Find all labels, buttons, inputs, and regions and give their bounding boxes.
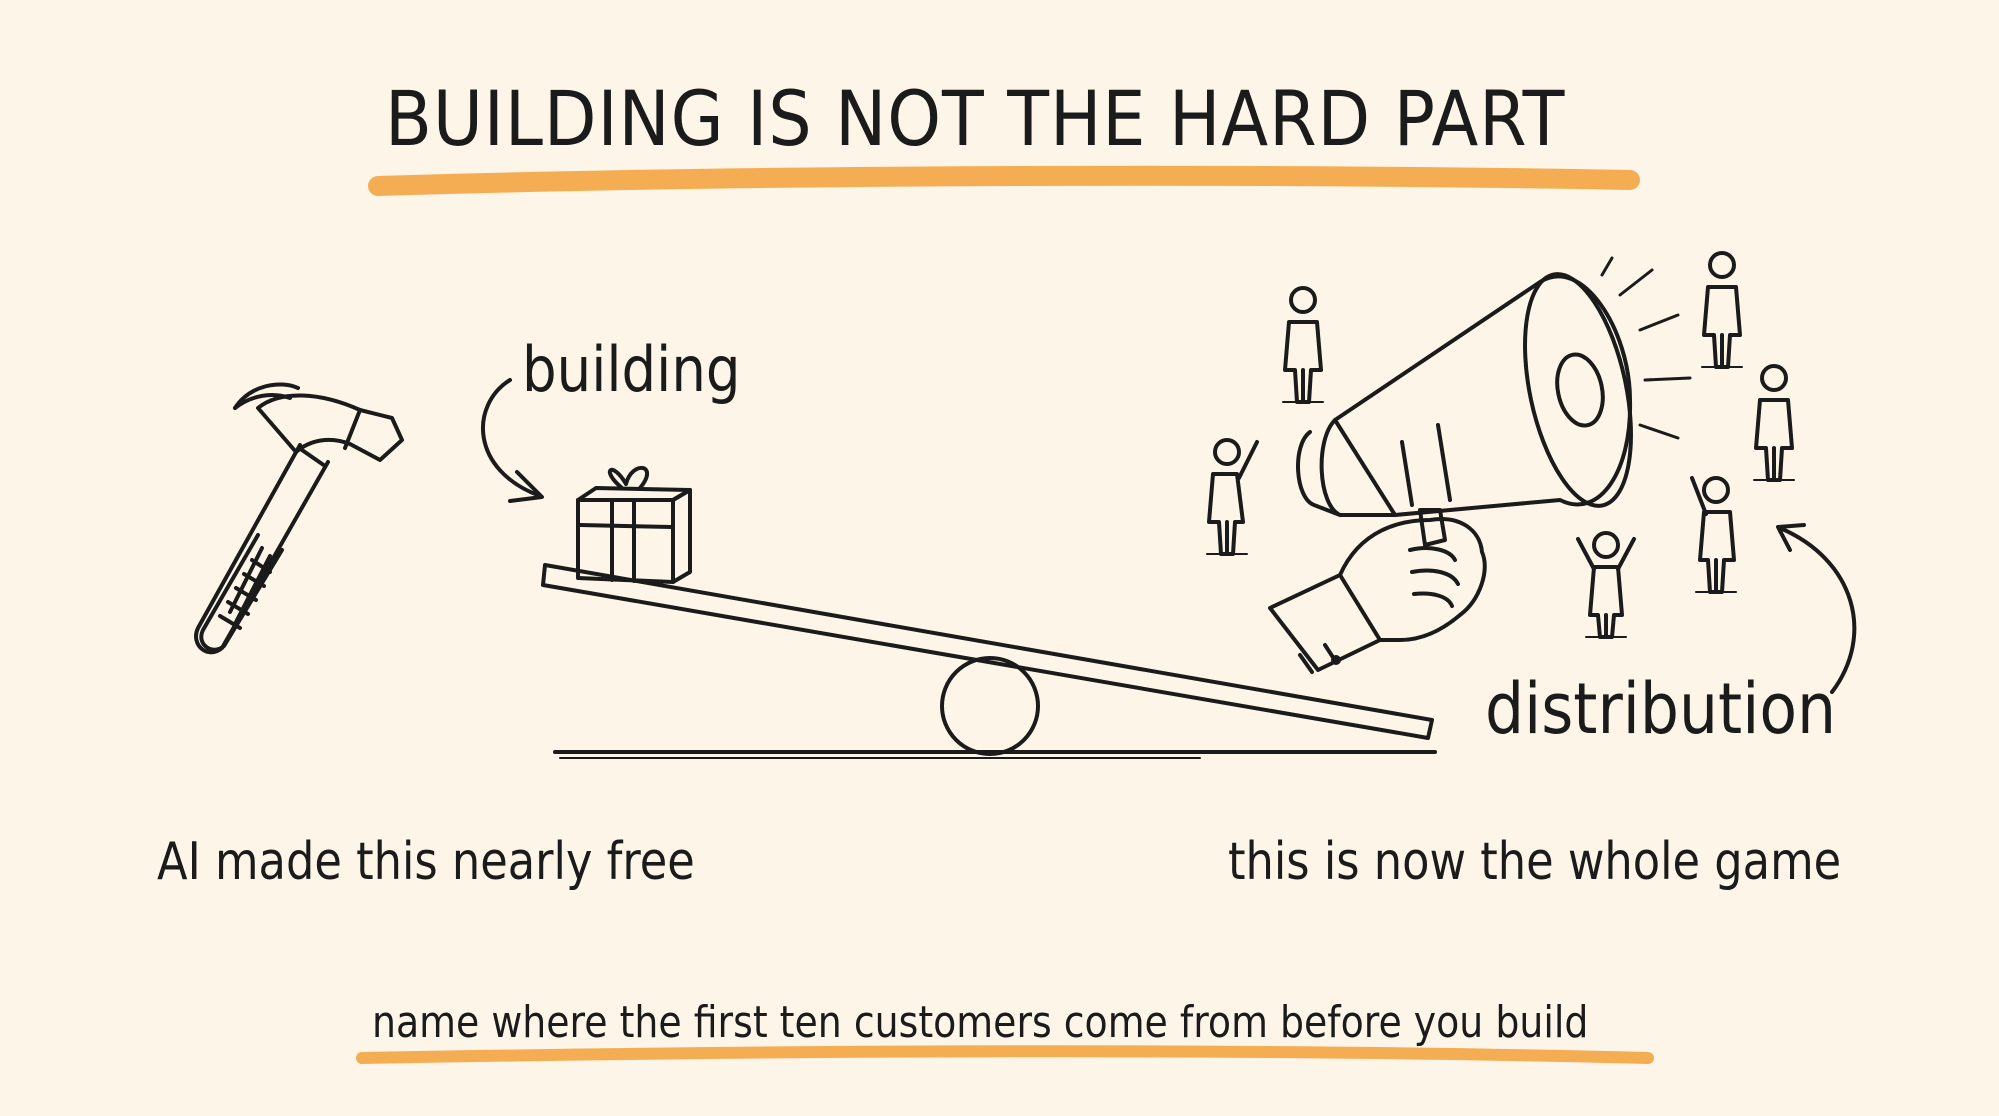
footer-text: name where the first ten customers come … bbox=[372, 997, 1589, 1048]
building-label: building bbox=[522, 333, 741, 406]
fulcrum bbox=[940, 656, 1040, 756]
person-icon bbox=[1753, 364, 1795, 482]
distribution-label: distribution bbox=[1485, 668, 1837, 750]
plank bbox=[541, 563, 1434, 740]
title-underline bbox=[368, 165, 1640, 196]
left-caption: AI made this nearly free bbox=[157, 832, 695, 892]
sound-lines bbox=[1600, 256, 1692, 440]
person-icon bbox=[1701, 251, 1743, 369]
footer-underline bbox=[356, 1045, 1654, 1064]
person-icon bbox=[1206, 438, 1259, 556]
distribution-arrow bbox=[1778, 526, 1857, 694]
building-arrow bbox=[480, 378, 542, 498]
megaphone-icon bbox=[1296, 272, 1633, 547]
person-icon bbox=[1690, 476, 1737, 594]
right-caption: this is now the whole game bbox=[1228, 832, 1842, 892]
person-icon bbox=[1282, 286, 1324, 404]
hammer-icon bbox=[194, 382, 404, 655]
gift-box-icon bbox=[576, 466, 692, 584]
seesaw bbox=[541, 563, 1437, 759]
page-title: BUILDING IS NOT THE HARD PART bbox=[385, 74, 1566, 163]
hand-icon bbox=[1268, 517, 1487, 674]
person-icon bbox=[1576, 531, 1636, 639]
